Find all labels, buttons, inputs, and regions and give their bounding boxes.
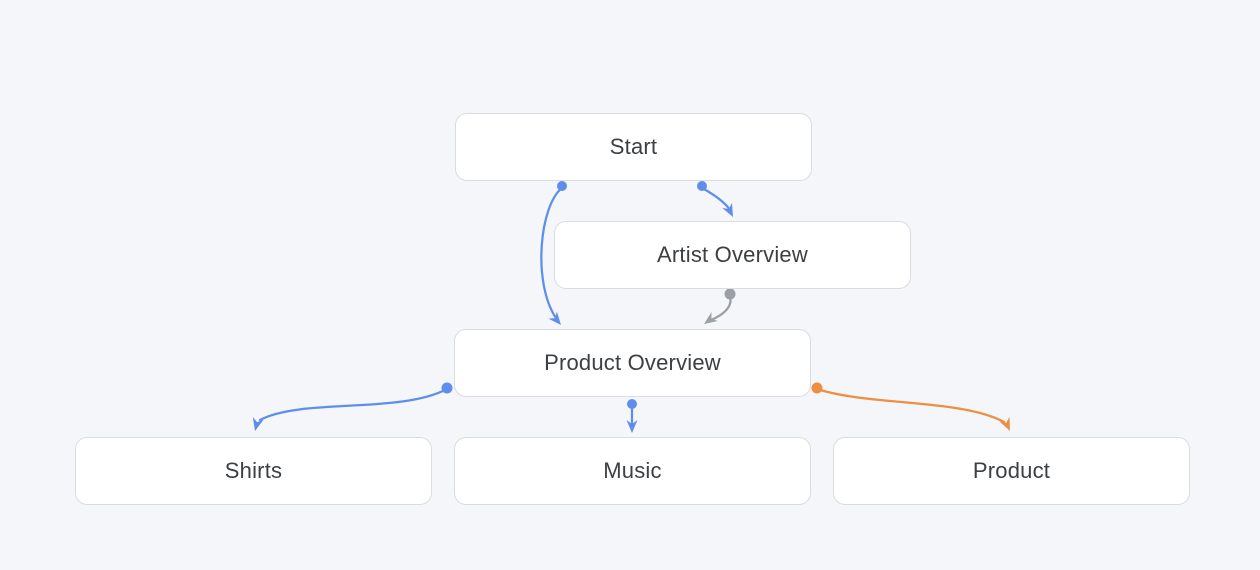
edge-artist-overview-to-product-overview[interactable] xyxy=(701,288,736,329)
edge-product-overview-to-product[interactable] xyxy=(811,382,1015,434)
edge-start-to-product-overview[interactable] xyxy=(540,181,567,329)
edge-arrowhead-icon xyxy=(626,420,638,433)
node-artist-overview-label: Artist Overview xyxy=(657,242,808,267)
edge-arrowhead-icon xyxy=(704,312,718,324)
edge-arrowhead-icon xyxy=(722,202,733,217)
edge-line xyxy=(540,186,564,320)
edge-arrowhead-icon xyxy=(999,416,1010,431)
node-music-label: Music xyxy=(603,458,662,483)
node-product[interactable]: Product xyxy=(833,437,1190,505)
edge-source-dot xyxy=(697,181,707,191)
edge-source-dot xyxy=(441,382,453,394)
node-shirts-label: Shirts xyxy=(224,458,283,483)
node-start-label: Start xyxy=(609,134,658,159)
edge-product-overview-to-music[interactable] xyxy=(626,399,638,433)
edge-line xyxy=(815,387,1006,424)
edge-source-dot xyxy=(724,288,736,300)
node-artist-overview[interactable]: Artist Overview xyxy=(554,221,911,289)
edge-line xyxy=(709,294,732,322)
node-shirts[interactable]: Shirts xyxy=(75,437,432,505)
node-product-overview[interactable]: Product Overview xyxy=(454,329,811,397)
edge-start-to-artist-overview[interactable] xyxy=(697,181,738,219)
node-start[interactable]: Start xyxy=(455,113,812,181)
node-music[interactable]: Music xyxy=(454,437,811,505)
node-product-label: Product xyxy=(972,458,1051,483)
edge-line xyxy=(258,387,449,422)
edge-arrowhead-icon xyxy=(548,311,561,325)
edge-arrowhead-icon xyxy=(252,417,264,431)
node-product-overview-label: Product Overview xyxy=(544,350,721,375)
edge-source-dot xyxy=(627,399,637,409)
edge-source-dot xyxy=(811,382,823,394)
edge-source-dot xyxy=(557,181,567,191)
edge-line xyxy=(700,186,732,212)
edge-product-overview-to-shirts[interactable] xyxy=(250,382,453,433)
